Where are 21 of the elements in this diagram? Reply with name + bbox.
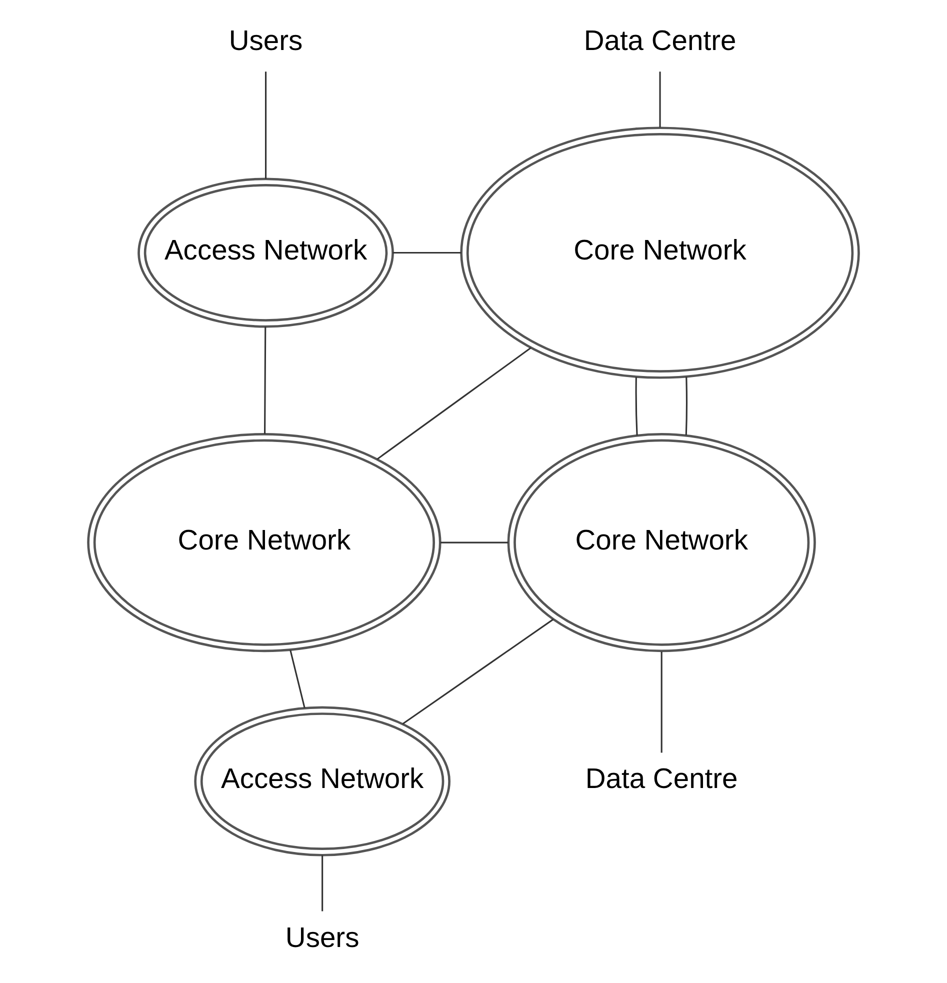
node-text: Data Centre xyxy=(585,762,738,794)
node-text: Users xyxy=(285,920,360,953)
connector xyxy=(659,72,661,128)
node-ellipse: Access Network xyxy=(194,706,450,856)
connector xyxy=(660,652,662,753)
connector xyxy=(322,855,324,912)
node-text: Users xyxy=(228,24,303,56)
node-text: Data Centre xyxy=(584,24,736,56)
connector xyxy=(685,376,688,436)
connector xyxy=(376,347,532,460)
connector xyxy=(264,326,266,434)
connector xyxy=(392,252,462,254)
node-ellipse: Core Network xyxy=(460,126,860,379)
connector xyxy=(264,72,267,179)
node-ellipse: Core Network xyxy=(87,433,442,652)
node-ellipse: Access Network xyxy=(138,178,394,328)
connector xyxy=(290,650,306,708)
connector xyxy=(402,618,554,725)
connector xyxy=(440,542,508,544)
connector xyxy=(635,377,638,436)
node-ellipse: Core Network xyxy=(507,433,816,652)
